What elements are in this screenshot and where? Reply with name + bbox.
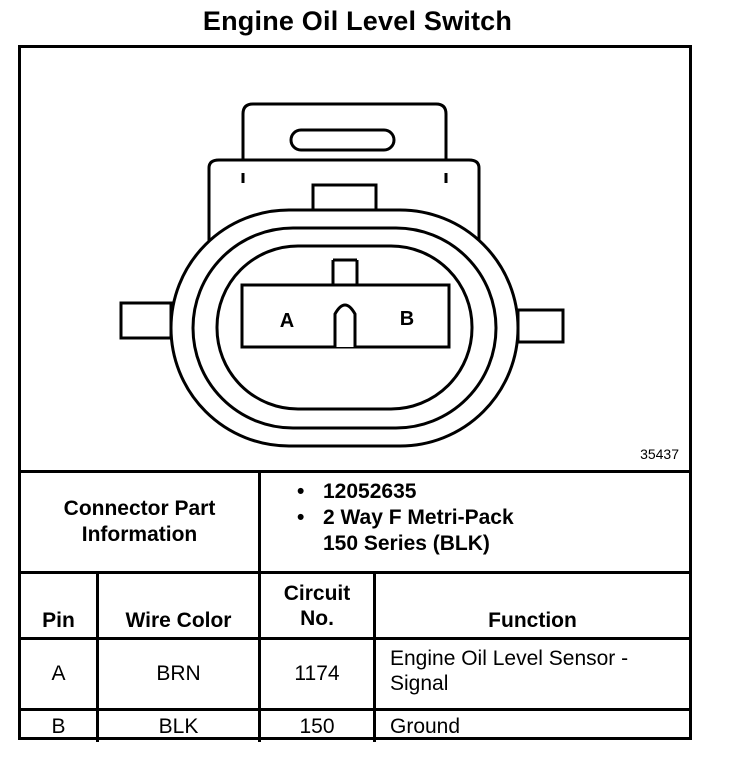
- connector-info-label-line2: Information: [81, 523, 198, 546]
- pin-table: Pin Wire Color Circuit No. Function A BR…: [21, 574, 689, 742]
- pin-a-label: A: [280, 310, 294, 332]
- function-line2: Signal: [390, 672, 449, 695]
- bullet-icon: •: [297, 506, 305, 529]
- connector-document-frame: A B 35437 Connector Part Information • 1…: [18, 45, 692, 742]
- header-circuit: Circuit No.: [261, 574, 376, 637]
- header-wire-color: Wire Color: [99, 574, 261, 637]
- cell-wire-color: BRN: [99, 640, 261, 708]
- latch-slot: [289, 128, 396, 152]
- connector-info-label: Connector Part Information: [21, 473, 261, 571]
- cell-wire-color: BLK: [99, 711, 261, 742]
- connector-info-label-line1: Connector Part: [63, 497, 216, 520]
- cell-function: Engine Oil Level Sensor - Signal: [376, 640, 689, 708]
- table-row: A BRN 1174 Engine Oil Level Sensor - Sig…: [21, 640, 689, 711]
- cell-pin: A: [21, 640, 99, 708]
- connector-info-item: • 2 Way F Metri-Pack: [297, 505, 514, 531]
- right-side-tab: [516, 308, 565, 344]
- header-function: Function: [488, 609, 577, 632]
- header-circuit-line2: No.: [300, 606, 334, 630]
- header-circuit-line1: Circuit: [283, 581, 351, 605]
- connector-series: 150 Series (BLK): [323, 532, 490, 555]
- center-key: [331, 258, 359, 286]
- connector-diagram: A B 35437: [21, 48, 689, 473]
- cell-circuit: 150: [261, 711, 376, 742]
- table-row: B BLK 150 Ground: [21, 711, 689, 742]
- part-number: 12052635: [323, 480, 417, 503]
- part-reference-number: 35437: [640, 446, 679, 462]
- connector-info-row: Connector Part Information • 12052635 • …: [21, 473, 689, 574]
- page-title: Engine Oil Level Switch: [202, 6, 513, 36]
- cell-function: Ground: [390, 715, 461, 738]
- connector-drawing: A B: [119, 102, 565, 448]
- connector-type: 2 Way F Metri-Pack: [323, 506, 514, 529]
- connector-info-item: 150 Series (BLK): [297, 531, 514, 557]
- left-side-tab: [119, 301, 173, 340]
- cell-pin: B: [21, 711, 99, 742]
- header-pin: Pin: [21, 574, 99, 637]
- cell-circuit: 1174: [261, 640, 376, 708]
- bullet-icon: •: [297, 480, 305, 503]
- table-header-row: Pin Wire Color Circuit No. Function: [21, 574, 689, 640]
- connector-info-item: • 12052635: [297, 479, 514, 505]
- pin-b-label: B: [400, 308, 414, 330]
- connector-info-list: • 12052635 • 2 Way F Metri-Pack 150 Seri…: [297, 479, 514, 557]
- function-line1: Engine Oil Level Sensor -: [390, 647, 629, 670]
